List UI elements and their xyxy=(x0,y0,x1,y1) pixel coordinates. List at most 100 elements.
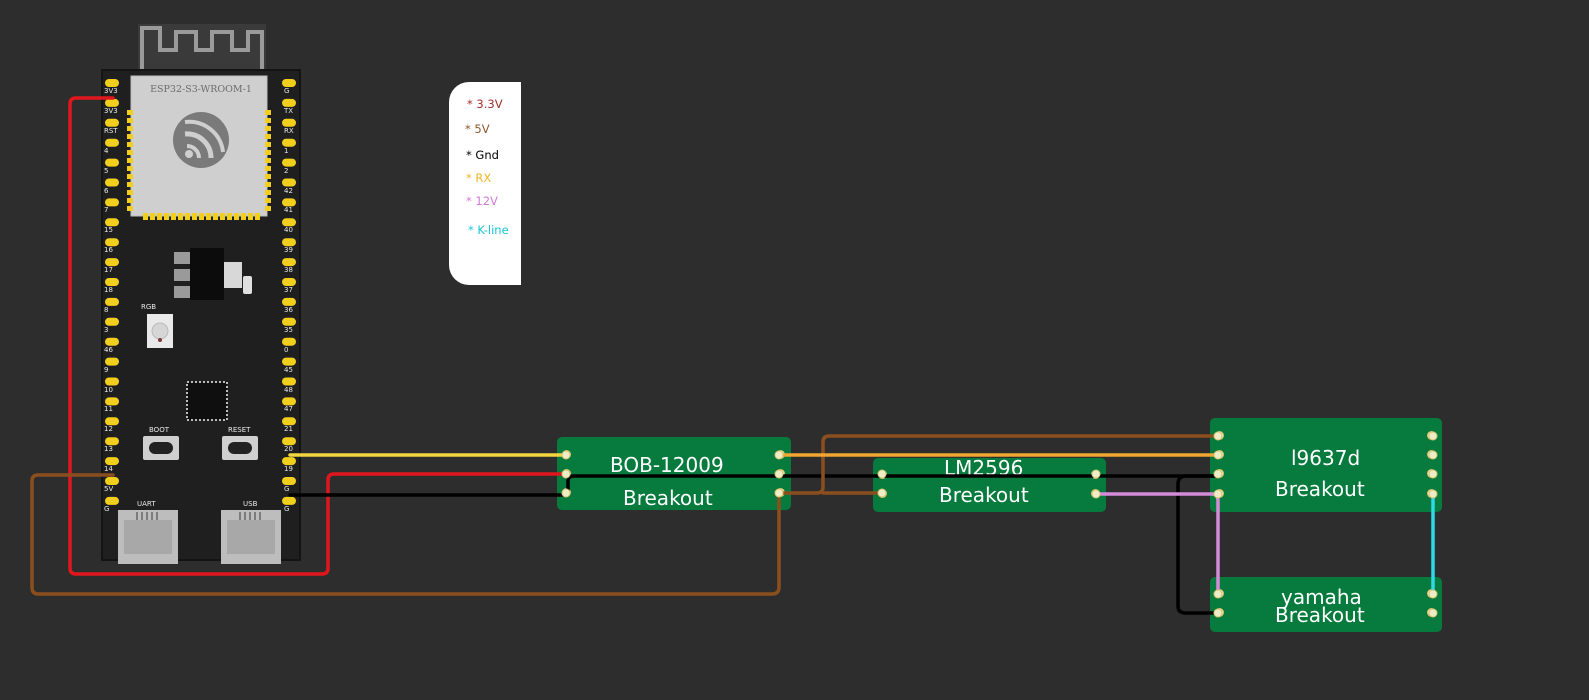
l9637-pin-right-1[interactable] xyxy=(1427,431,1436,440)
esp32-right-pin-label: 42 xyxy=(284,186,293,195)
esp32-left-pin-label: 8 xyxy=(104,305,109,314)
yamaha-pin-right-1[interactable] xyxy=(1427,589,1436,598)
esp32-left-pin-label: 18 xyxy=(104,286,113,294)
l9637-pin-left-2[interactable] xyxy=(1215,450,1224,459)
header-pad-left xyxy=(105,218,119,227)
module-pad-left xyxy=(127,174,133,179)
module-pad-bottom xyxy=(255,213,260,220)
l9637d-breakout-board[interactable]: l9637d Breakout xyxy=(1210,418,1442,512)
header-pad-right xyxy=(282,98,296,107)
bob-board-subtitle: Breakout xyxy=(623,486,713,510)
esp32-left-pin-label: 5 xyxy=(104,166,109,175)
module-pad-left xyxy=(127,182,133,187)
module-pad-left xyxy=(127,142,133,147)
lm-pin-right-2[interactable] xyxy=(1091,489,1100,498)
header-pad-left xyxy=(105,317,119,326)
module-pad-right xyxy=(265,190,271,195)
header-pad-left xyxy=(105,98,119,107)
l9637-pin-right-2[interactable] xyxy=(1427,450,1436,459)
esp32-right-pin-label: 20 xyxy=(284,445,293,454)
legend-item-kline: * K-line xyxy=(468,223,509,237)
module-pad-right xyxy=(265,110,271,115)
module-pad-right xyxy=(265,174,271,179)
esp32-left-pin-label: RST xyxy=(104,126,118,135)
module-pad-right xyxy=(265,118,271,123)
header-pad-right xyxy=(282,178,296,187)
esp32-right-pin-label: 0 xyxy=(284,345,289,354)
header-pad-right xyxy=(282,457,296,466)
esp32-left-pin-label: 7 xyxy=(104,206,109,215)
l9637-board-title: l9637d xyxy=(1291,446,1361,470)
regulator-leg xyxy=(174,269,190,281)
l9637-pin-left-4[interactable] xyxy=(1215,489,1224,498)
l9637-pin-left-1[interactable] xyxy=(1215,431,1224,440)
module-pad-bottom xyxy=(213,213,218,220)
port-pin xyxy=(156,512,158,520)
esp32-left-pin-label: 3V3 xyxy=(104,106,118,115)
header-pad-left xyxy=(105,417,119,426)
esp32-left-pin-label: 3 xyxy=(104,325,109,334)
port-pin xyxy=(249,512,251,520)
yamaha-pin-right-2[interactable] xyxy=(1427,608,1436,617)
usb-uart-chip xyxy=(186,381,228,421)
module-pad-left xyxy=(127,134,133,139)
lm-pin-left-1[interactable] xyxy=(878,470,887,479)
bob-pin-right-1[interactable] xyxy=(776,450,785,459)
bob-12009-breakout-board[interactable]: BOB-12009 Breakout xyxy=(557,437,791,510)
antenna-trace xyxy=(140,26,264,70)
yamaha-pin-left-2[interactable] xyxy=(1215,608,1224,617)
header-pad-left xyxy=(105,477,119,485)
bob-pin-right-3[interactable] xyxy=(776,488,785,497)
button-cap xyxy=(228,442,252,454)
yamaha-breakout-board[interactable]: yamaha Breakout xyxy=(1210,577,1442,632)
bob-pin-right-2[interactable] xyxy=(776,469,785,478)
usb-port-label: USB xyxy=(243,500,258,508)
header-pad-right xyxy=(282,297,296,306)
lm-pin-right-1[interactable] xyxy=(1091,470,1100,479)
header-pad-left xyxy=(105,337,119,346)
esp32-right-pin-label: 45 xyxy=(284,365,293,374)
l9637-pin-right-3[interactable] xyxy=(1427,469,1436,478)
module-pad-right xyxy=(265,206,271,211)
esp32-left-pin-label: 3V3 xyxy=(104,87,118,95)
module-pad-left xyxy=(127,166,133,171)
port-inner xyxy=(124,520,172,554)
header-pad-right xyxy=(282,258,296,267)
module-pad-bottom xyxy=(192,213,197,220)
module-pad-left xyxy=(127,206,133,211)
port-inner xyxy=(227,520,275,554)
header-pad-left xyxy=(105,496,119,505)
bob-pin-left-3[interactable] xyxy=(562,488,571,497)
regulator-tab xyxy=(224,262,242,288)
header-pad-left xyxy=(105,118,119,127)
port-pin xyxy=(136,512,138,520)
header-pad-left xyxy=(105,158,119,167)
capacitor xyxy=(243,276,252,294)
yamaha-pin-left-1[interactable] xyxy=(1215,589,1224,598)
uart-port-label: UART xyxy=(137,500,156,508)
module-pad-right xyxy=(265,126,271,131)
module-pad-right xyxy=(265,142,271,147)
module-pad-left xyxy=(127,158,133,163)
bob-pin-left-1[interactable] xyxy=(562,450,571,459)
esp32-module-label: ESP32-S3-WROOM-1 xyxy=(150,84,252,95)
legend-item-5v: * 5V xyxy=(465,122,490,136)
header-pad-left xyxy=(105,278,119,286)
voltage-regulator xyxy=(190,248,224,300)
wire-color-legend: * 3.3V * 5V * Gnd * RX * 12V * K-line xyxy=(449,82,521,285)
esp32-left-pin-label: 46 xyxy=(104,345,113,354)
header-pad-left xyxy=(105,457,119,466)
module-pad-bottom xyxy=(220,213,225,220)
l9637-pin-left-3[interactable] xyxy=(1215,469,1224,478)
port-pin xyxy=(259,512,261,520)
bob-pin-left-2[interactable] xyxy=(562,469,571,478)
rgb-led-dot xyxy=(158,338,162,342)
lm2596-breakout-board[interactable]: LM2596 Breakout xyxy=(873,458,1106,512)
header-pad-left xyxy=(105,238,119,247)
lm-pin-left-2[interactable] xyxy=(878,489,887,498)
esp32-right-pin-label: 37 xyxy=(284,286,293,294)
header-pad-left xyxy=(105,198,119,207)
module-pad-bottom xyxy=(248,213,253,220)
l9637-pin-right-4[interactable] xyxy=(1427,489,1436,498)
module-pad-left xyxy=(127,126,133,131)
